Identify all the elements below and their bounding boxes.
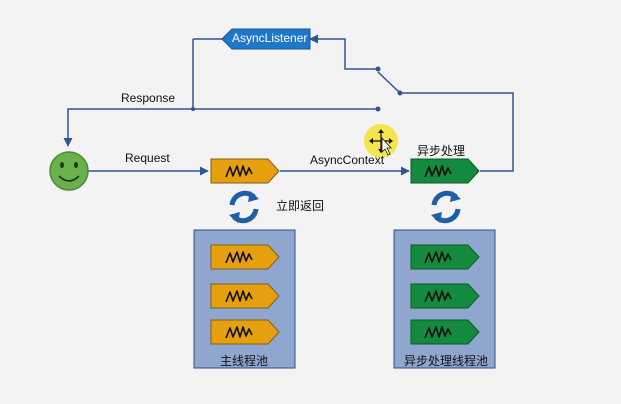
async-thread-block bbox=[410, 158, 480, 184]
smiley-face-icon bbox=[49, 151, 89, 191]
main-thread-pool bbox=[193, 229, 296, 369]
switch-pivot bbox=[397, 90, 403, 96]
listener-return bbox=[309, 34, 378, 70]
async-result-line bbox=[400, 92, 514, 172]
cycle-arrows-icon bbox=[229, 191, 259, 223]
response-label: Response bbox=[121, 91, 176, 105]
connector-lines bbox=[63, 34, 514, 176]
cycle-arrows-icon bbox=[431, 191, 461, 223]
move-cursor-icon bbox=[364, 124, 398, 158]
async-context-label: AsyncContext bbox=[310, 153, 385, 167]
switch-contact-bottom bbox=[375, 106, 381, 112]
async-processing-label: 异步处理 bbox=[417, 144, 466, 158]
switch-blade bbox=[377, 71, 401, 94]
response-arrow bbox=[63, 108, 378, 147]
junction-dot bbox=[191, 107, 195, 111]
async-listener-tag bbox=[221, 28, 311, 50]
request-label: Request bbox=[125, 151, 170, 165]
async-pool-label: 异步处理线程池 bbox=[404, 354, 489, 368]
return-immediately-label: 立即返回 bbox=[276, 199, 325, 213]
main-thread-block bbox=[210, 158, 280, 184]
async-listener-label: AsyncListener bbox=[232, 31, 308, 45]
main-pool-label: 主线程池 bbox=[220, 354, 269, 368]
switch-contact-top bbox=[375, 66, 381, 72]
async-thread-pool bbox=[393, 229, 496, 369]
